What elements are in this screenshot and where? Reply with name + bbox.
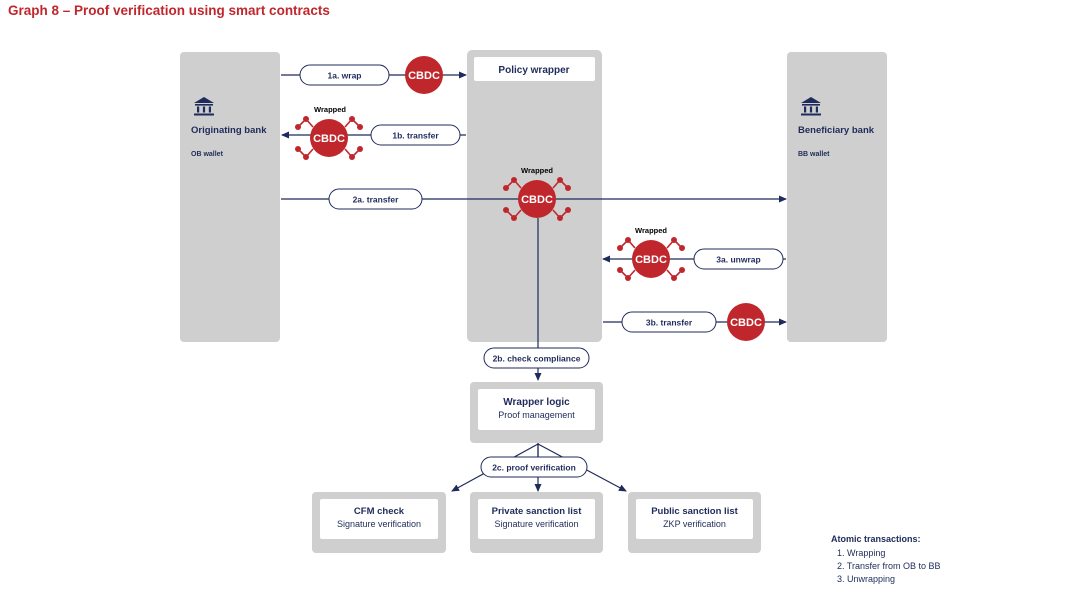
page-title: Graph 8 – Proof verification using smart… bbox=[8, 3, 330, 18]
svg-text:2a. transfer: 2a. transfer bbox=[353, 195, 400, 205]
wrapped-label: Wrapped bbox=[635, 226, 667, 235]
wrapped-cbdc-token-3a: CBDC Wrapped bbox=[617, 226, 685, 281]
ob-wallet-label: OB wallet bbox=[191, 151, 224, 158]
legend: Atomic transactions: 1. Wrapping 2. Tran… bbox=[831, 533, 941, 586]
step-pill-proof-verification: 2c. proof verification bbox=[480, 456, 588, 478]
svg-text:3b. transfer: 3b. transfer bbox=[646, 318, 693, 328]
wrapper-logic-subtitle: Proof management bbox=[498, 410, 575, 420]
beneficiary-bank-name: Beneficiary bank bbox=[798, 125, 875, 136]
cbdc-token-transfer-3b: CBDC bbox=[727, 303, 765, 341]
step-pill-check-compliance: 2b. check compliance bbox=[483, 347, 590, 369]
check-subtitle: Signature verification bbox=[494, 519, 578, 529]
step-pill-transfer-2a: 2a. transfer bbox=[328, 188, 423, 210]
originating-bank-panel bbox=[180, 52, 280, 342]
legend-heading: Atomic transactions: bbox=[831, 534, 921, 544]
legend-item: 3. Unwrapping bbox=[837, 574, 896, 584]
step-pill-transfer-1b: 1b. transfer bbox=[370, 124, 461, 146]
check-title: Public sanction list bbox=[651, 506, 738, 517]
bank-icon bbox=[801, 97, 821, 116]
svg-text:1a. wrap: 1a. wrap bbox=[327, 71, 361, 81]
wrapper-logic-title: Wrapper logic bbox=[503, 397, 570, 408]
beneficiary-bank-panel bbox=[787, 52, 887, 342]
bank-icon bbox=[194, 97, 214, 116]
check-title: Private sanction list bbox=[492, 506, 583, 517]
cfm-check-box: CFM check Signature verification bbox=[312, 492, 446, 553]
public-sanction-list-box: Public sanction list ZKP verification bbox=[628, 492, 761, 553]
step-pill-wrap: 1a. wrap bbox=[299, 64, 390, 86]
wrapped-cbdc-token-2a: CBDC Wrapped bbox=[503, 166, 571, 221]
check-title: CFM check bbox=[354, 506, 405, 517]
policy-wrapper-header bbox=[474, 57, 595, 81]
svg-text:CBDC: CBDC bbox=[635, 254, 667, 266]
step-pill-transfer-3b: 3b. transfer bbox=[621, 311, 717, 333]
legend-item: 1. Wrapping bbox=[837, 548, 886, 558]
private-sanction-list-box: Private sanction list Signature verifica… bbox=[470, 492, 603, 553]
svg-text:2b. check compliance: 2b. check compliance bbox=[493, 354, 581, 364]
wrapper-logic-box: Wrapper logic Proof management bbox=[470, 382, 603, 443]
originating-bank-name: Originating bank bbox=[191, 125, 267, 136]
svg-text:3a. unwrap: 3a. unwrap bbox=[716, 255, 760, 265]
step-pill-unwrap: 3a. unwrap bbox=[693, 248, 784, 270]
legend-item: 2. Transfer from OB to BB bbox=[837, 561, 941, 571]
svg-text:2c. proof verification: 2c. proof verification bbox=[492, 463, 576, 473]
cbdc-token-wrap: CBDC bbox=[405, 56, 443, 94]
wrapped-cbdc-token-1b: CBDC Wrapped bbox=[295, 105, 363, 160]
bb-wallet-label: BB wallet bbox=[798, 151, 830, 158]
policy-wrapper-title: Policy wrapper bbox=[498, 65, 569, 76]
svg-text:CBDC: CBDC bbox=[408, 70, 440, 82]
svg-text:1b. transfer: 1b. transfer bbox=[392, 131, 439, 141]
check-subtitle: ZKP verification bbox=[663, 519, 726, 529]
svg-text:CBDC: CBDC bbox=[521, 194, 553, 206]
svg-text:CBDC: CBDC bbox=[730, 317, 762, 329]
check-subtitle: Signature verification bbox=[337, 519, 421, 529]
wrapped-label: Wrapped bbox=[521, 166, 553, 175]
svg-text:CBDC: CBDC bbox=[313, 133, 345, 145]
wrapped-label: Wrapped bbox=[314, 105, 346, 114]
